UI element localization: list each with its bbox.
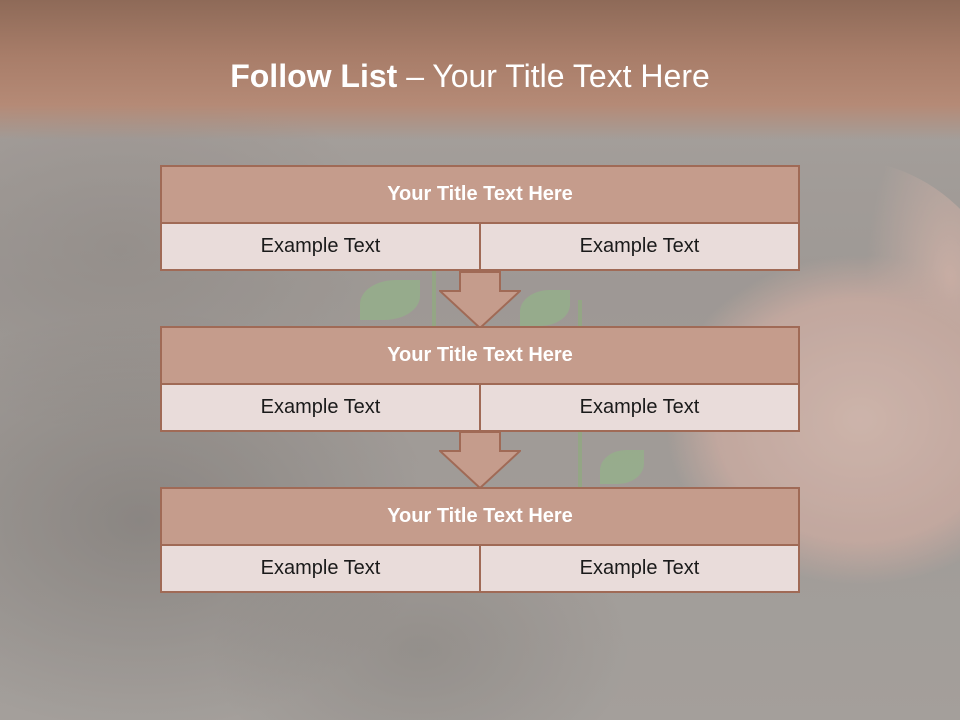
down-arrow-icon: [439, 271, 521, 329]
block-title: Your Title Text Here: [162, 328, 798, 383]
list-block-1: Your Title Text Here Example Text Exampl…: [160, 165, 800, 271]
page-title-bold: Follow List: [230, 58, 398, 94]
example-text-left: Example Text: [162, 385, 479, 430]
example-text-right: Example Text: [481, 385, 798, 430]
list-block-2: Your Title Text Here Example Text Exampl…: [160, 326, 800, 432]
example-text-right: Example Text: [481, 224, 798, 269]
page-title: Follow List – Your Title Text Here: [0, 56, 940, 96]
list-block-3: Your Title Text Here Example Text Exampl…: [160, 487, 800, 593]
block-title: Your Title Text Here: [162, 489, 798, 544]
example-text-left: Example Text: [162, 224, 479, 269]
example-text-left: Example Text: [162, 546, 479, 591]
page-title-rest: – Your Title Text Here: [397, 58, 710, 94]
header-band: [0, 0, 960, 140]
example-text-right: Example Text: [481, 546, 798, 591]
block-title: Your Title Text Here: [162, 167, 798, 222]
down-arrow-icon: [439, 431, 521, 489]
